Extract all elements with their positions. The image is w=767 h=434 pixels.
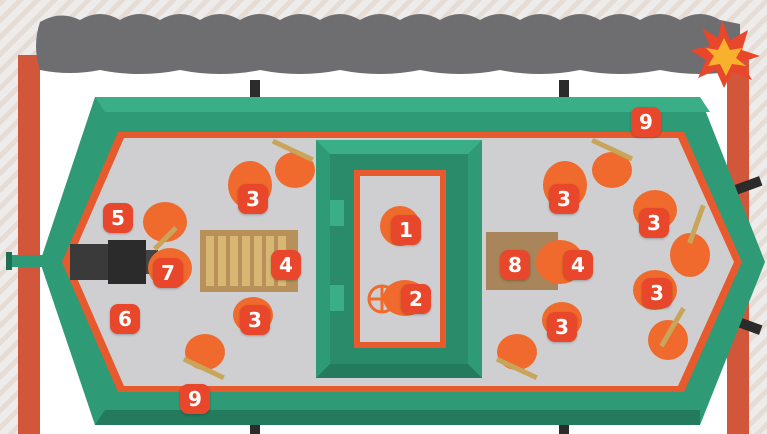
header-bar — [36, 14, 740, 74]
gun-breech — [70, 240, 158, 284]
marker-8: 8 — [500, 250, 530, 280]
marker-3-bottom-right: 3 — [547, 312, 577, 342]
marker-9-bottom: 9 — [180, 384, 210, 414]
engine-compartment — [316, 140, 482, 378]
marker-7: 7 — [153, 258, 183, 288]
marker-1: 1 — [391, 215, 421, 245]
marker-9-top: 9 — [631, 107, 661, 137]
marker-3-top-right: 3 — [549, 184, 579, 214]
marker-2: 2 — [401, 284, 431, 314]
marker-4-right: 4 — [563, 250, 593, 280]
marker-3-bottom-left: 3 — [240, 305, 270, 335]
marker-3-front-upper: 3 — [639, 208, 669, 238]
marker-4-left: 4 — [271, 250, 301, 280]
marker-6: 6 — [110, 304, 140, 334]
marker-3-top-left: 3 — [238, 184, 268, 214]
marker-5: 5 — [103, 203, 133, 233]
marker-3-front-lower: 3 — [642, 278, 672, 308]
